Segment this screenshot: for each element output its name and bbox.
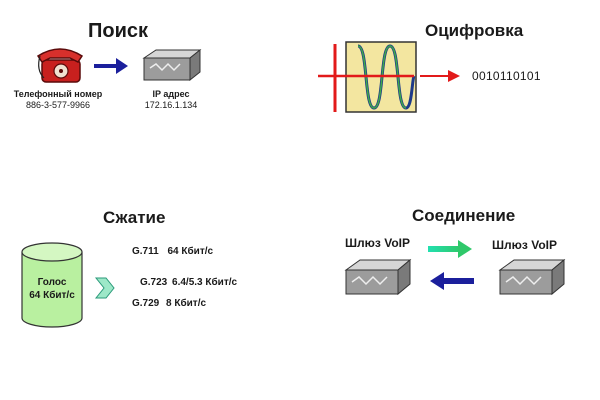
voice-source-label: Голос [37,277,67,288]
codec-name: G.729 [132,298,160,309]
telephone-icon [36,48,84,83]
codec-rate: 6.4/5.3 Кбит/с [172,277,238,288]
binary-output: 0010110101 [472,69,541,83]
codec-name: G.723 [140,277,168,288]
gateway-left-label: Шлюз VoIP [345,236,411,250]
connect-title: Соединение [412,206,516,225]
voice-source-rate: 64 Кбит/с [29,290,75,301]
codec-g729: G.729 8 Кбит/с [132,298,206,309]
right-arrow-cyan-icon [428,240,472,258]
gateway-left-router-icon [344,258,412,296]
right-arrow-red-icon [420,70,460,82]
gateway-right-router-icon [498,258,566,296]
compress-title: Сжатие [103,208,166,227]
codec-rate: 64 Кбит/с [167,246,214,257]
codec-name: G.711 [132,246,159,257]
codec-g711: G.711 64 Кбит/с [132,246,213,257]
waveform-sampling-icon [318,41,417,113]
right-arrow-icon [94,58,128,74]
left-arrow-blue-icon [430,272,474,290]
codec-rate: 8 Кбит/с [166,298,207,309]
ip-router-icon [142,48,202,82]
digitize-title: Оцифровка [425,21,524,40]
phone-number-label: Телефонный номер [13,89,103,99]
phone-number-value: 886-3-577-9966 [25,100,91,110]
lookup-title: Поиск [88,20,149,42]
gateway-right-label: Шлюз VoIP [492,238,558,252]
ip-address-value: 172.16.1.134 [144,100,198,110]
ip-address-label: IP адрес [152,89,190,99]
voice-cylinder-icon [21,242,83,328]
codec-g723: G.723 6.4/5.3 Кбит/с [140,277,237,288]
chevron-right-icon [94,277,115,299]
